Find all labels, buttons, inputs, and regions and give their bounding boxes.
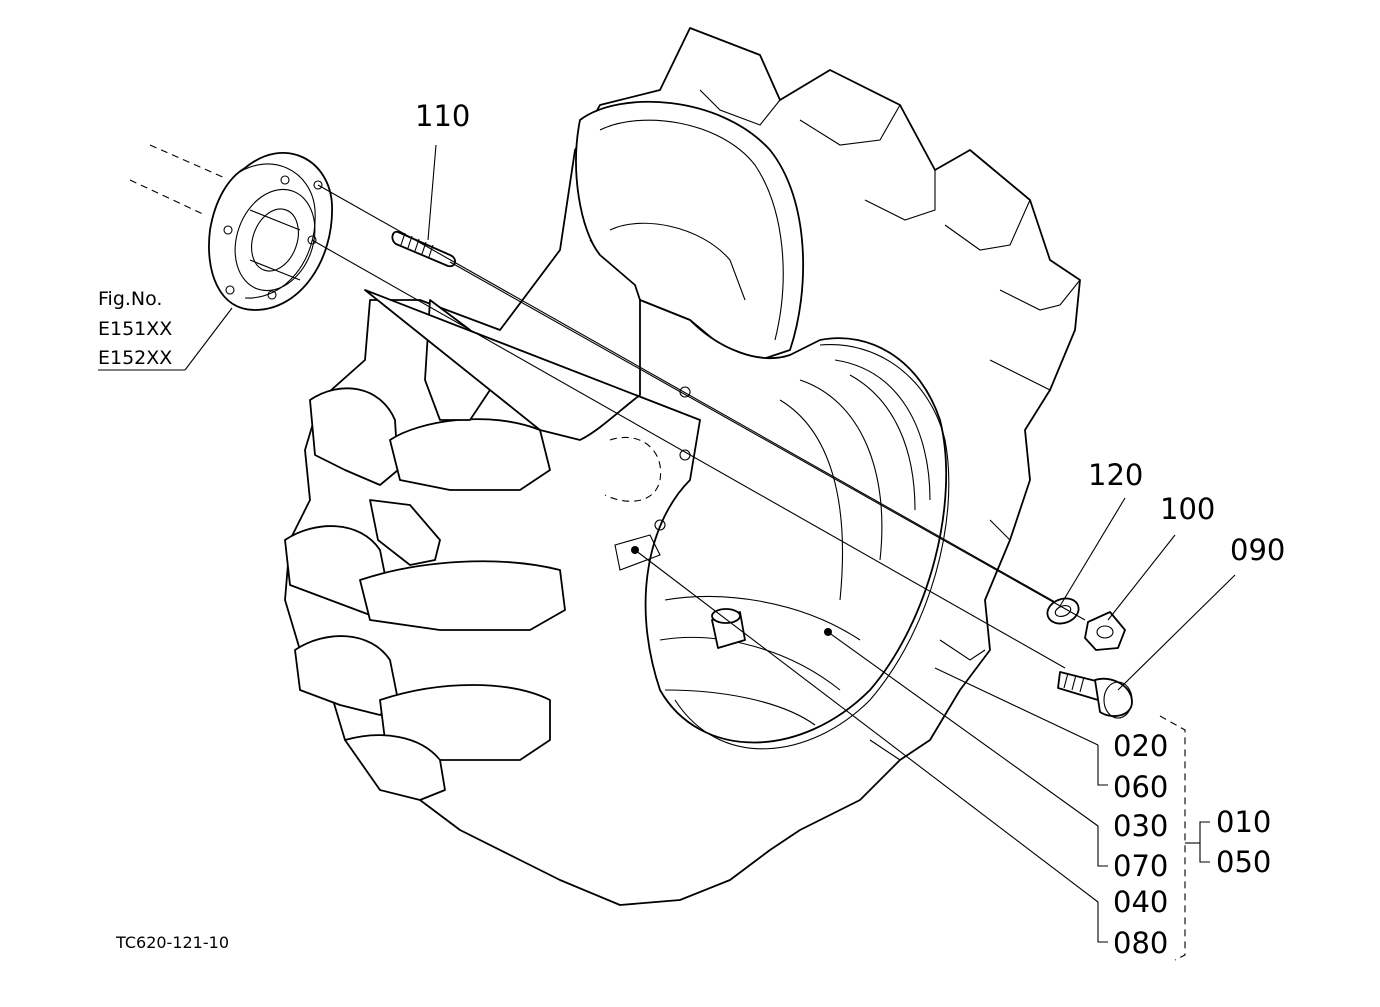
figure-ref-e152: E152XX bbox=[98, 347, 172, 369]
callout-110: 110 bbox=[415, 99, 470, 133]
leader-lines bbox=[98, 144, 1236, 961]
rim-shell bbox=[575, 100, 805, 361]
callout-060: 060 bbox=[1113, 770, 1168, 804]
callout-090: 090 bbox=[1230, 533, 1285, 567]
callout-070: 070 bbox=[1113, 849, 1168, 883]
callout-100: 100 bbox=[1160, 492, 1215, 526]
figure-ref-label: Fig.No. bbox=[98, 288, 162, 310]
bolt-090 bbox=[1057, 671, 1133, 719]
callout-040: 040 bbox=[1113, 885, 1168, 919]
callout-120: 120 bbox=[1088, 458, 1143, 492]
callout-030: 030 bbox=[1113, 809, 1168, 843]
callout-050: 050 bbox=[1216, 845, 1271, 879]
drawing-code: TC620-121-10 bbox=[115, 933, 229, 952]
figure-ref-e151: E151XX bbox=[98, 318, 172, 340]
nut-100 bbox=[1084, 611, 1126, 651]
callout-020: 020 bbox=[1113, 729, 1168, 763]
axle-centerlines bbox=[129, 144, 226, 216]
hub-flange bbox=[208, 152, 333, 311]
callout-080: 080 bbox=[1113, 926, 1168, 960]
stud-bolt-110 bbox=[391, 230, 456, 268]
callout-010: 010 bbox=[1216, 805, 1271, 839]
lock-washer-120 bbox=[1046, 597, 1080, 625]
assembly-lines bbox=[311, 184, 1086, 669]
